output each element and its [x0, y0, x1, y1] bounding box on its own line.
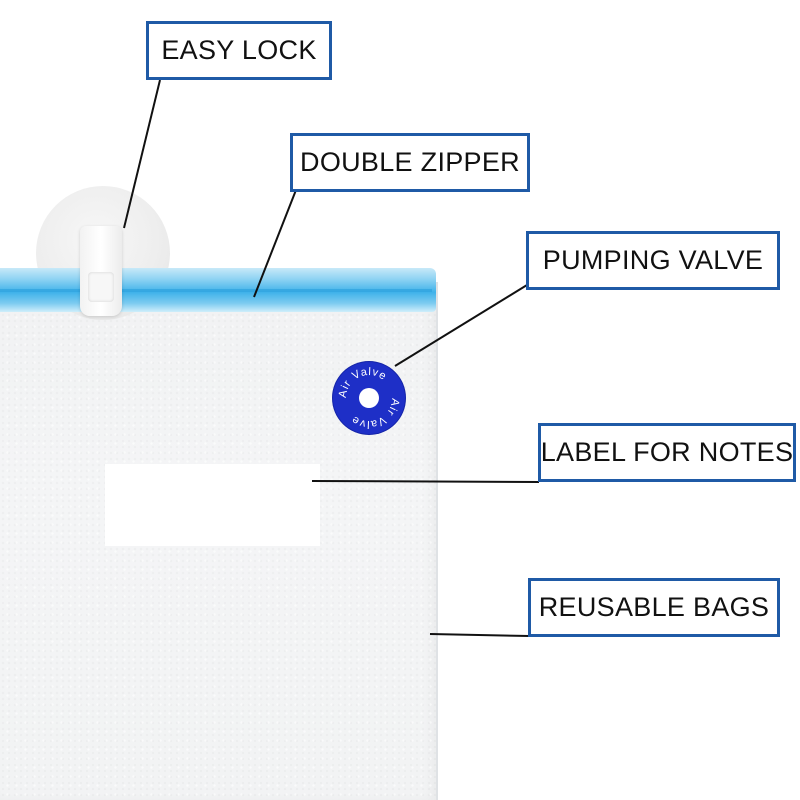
leader-double-zipper	[253, 189, 297, 298]
callout-reusable-bags: REUSABLE BAGS	[528, 578, 780, 637]
air-valve: Air Valve Air Valve	[333, 362, 405, 434]
leader-reusable-bags	[429, 633, 530, 637]
leader-easy-lock	[123, 79, 161, 229]
callout-easy-lock: EASY LOCK	[146, 21, 332, 80]
zipper-seam	[0, 289, 432, 292]
valve-hole	[359, 388, 379, 408]
callout-double-zipper: DOUBLE ZIPPER	[290, 133, 530, 192]
leader-pumping-valve	[394, 284, 528, 367]
easy-lock-clip	[80, 226, 122, 316]
leader-label-for-notes	[311, 480, 540, 483]
callout-label-for-notes: LABEL FOR NOTES	[538, 423, 796, 482]
notes-label-area	[105, 464, 320, 546]
callout-pumping-valve: PUMPING VALVE	[526, 231, 780, 290]
